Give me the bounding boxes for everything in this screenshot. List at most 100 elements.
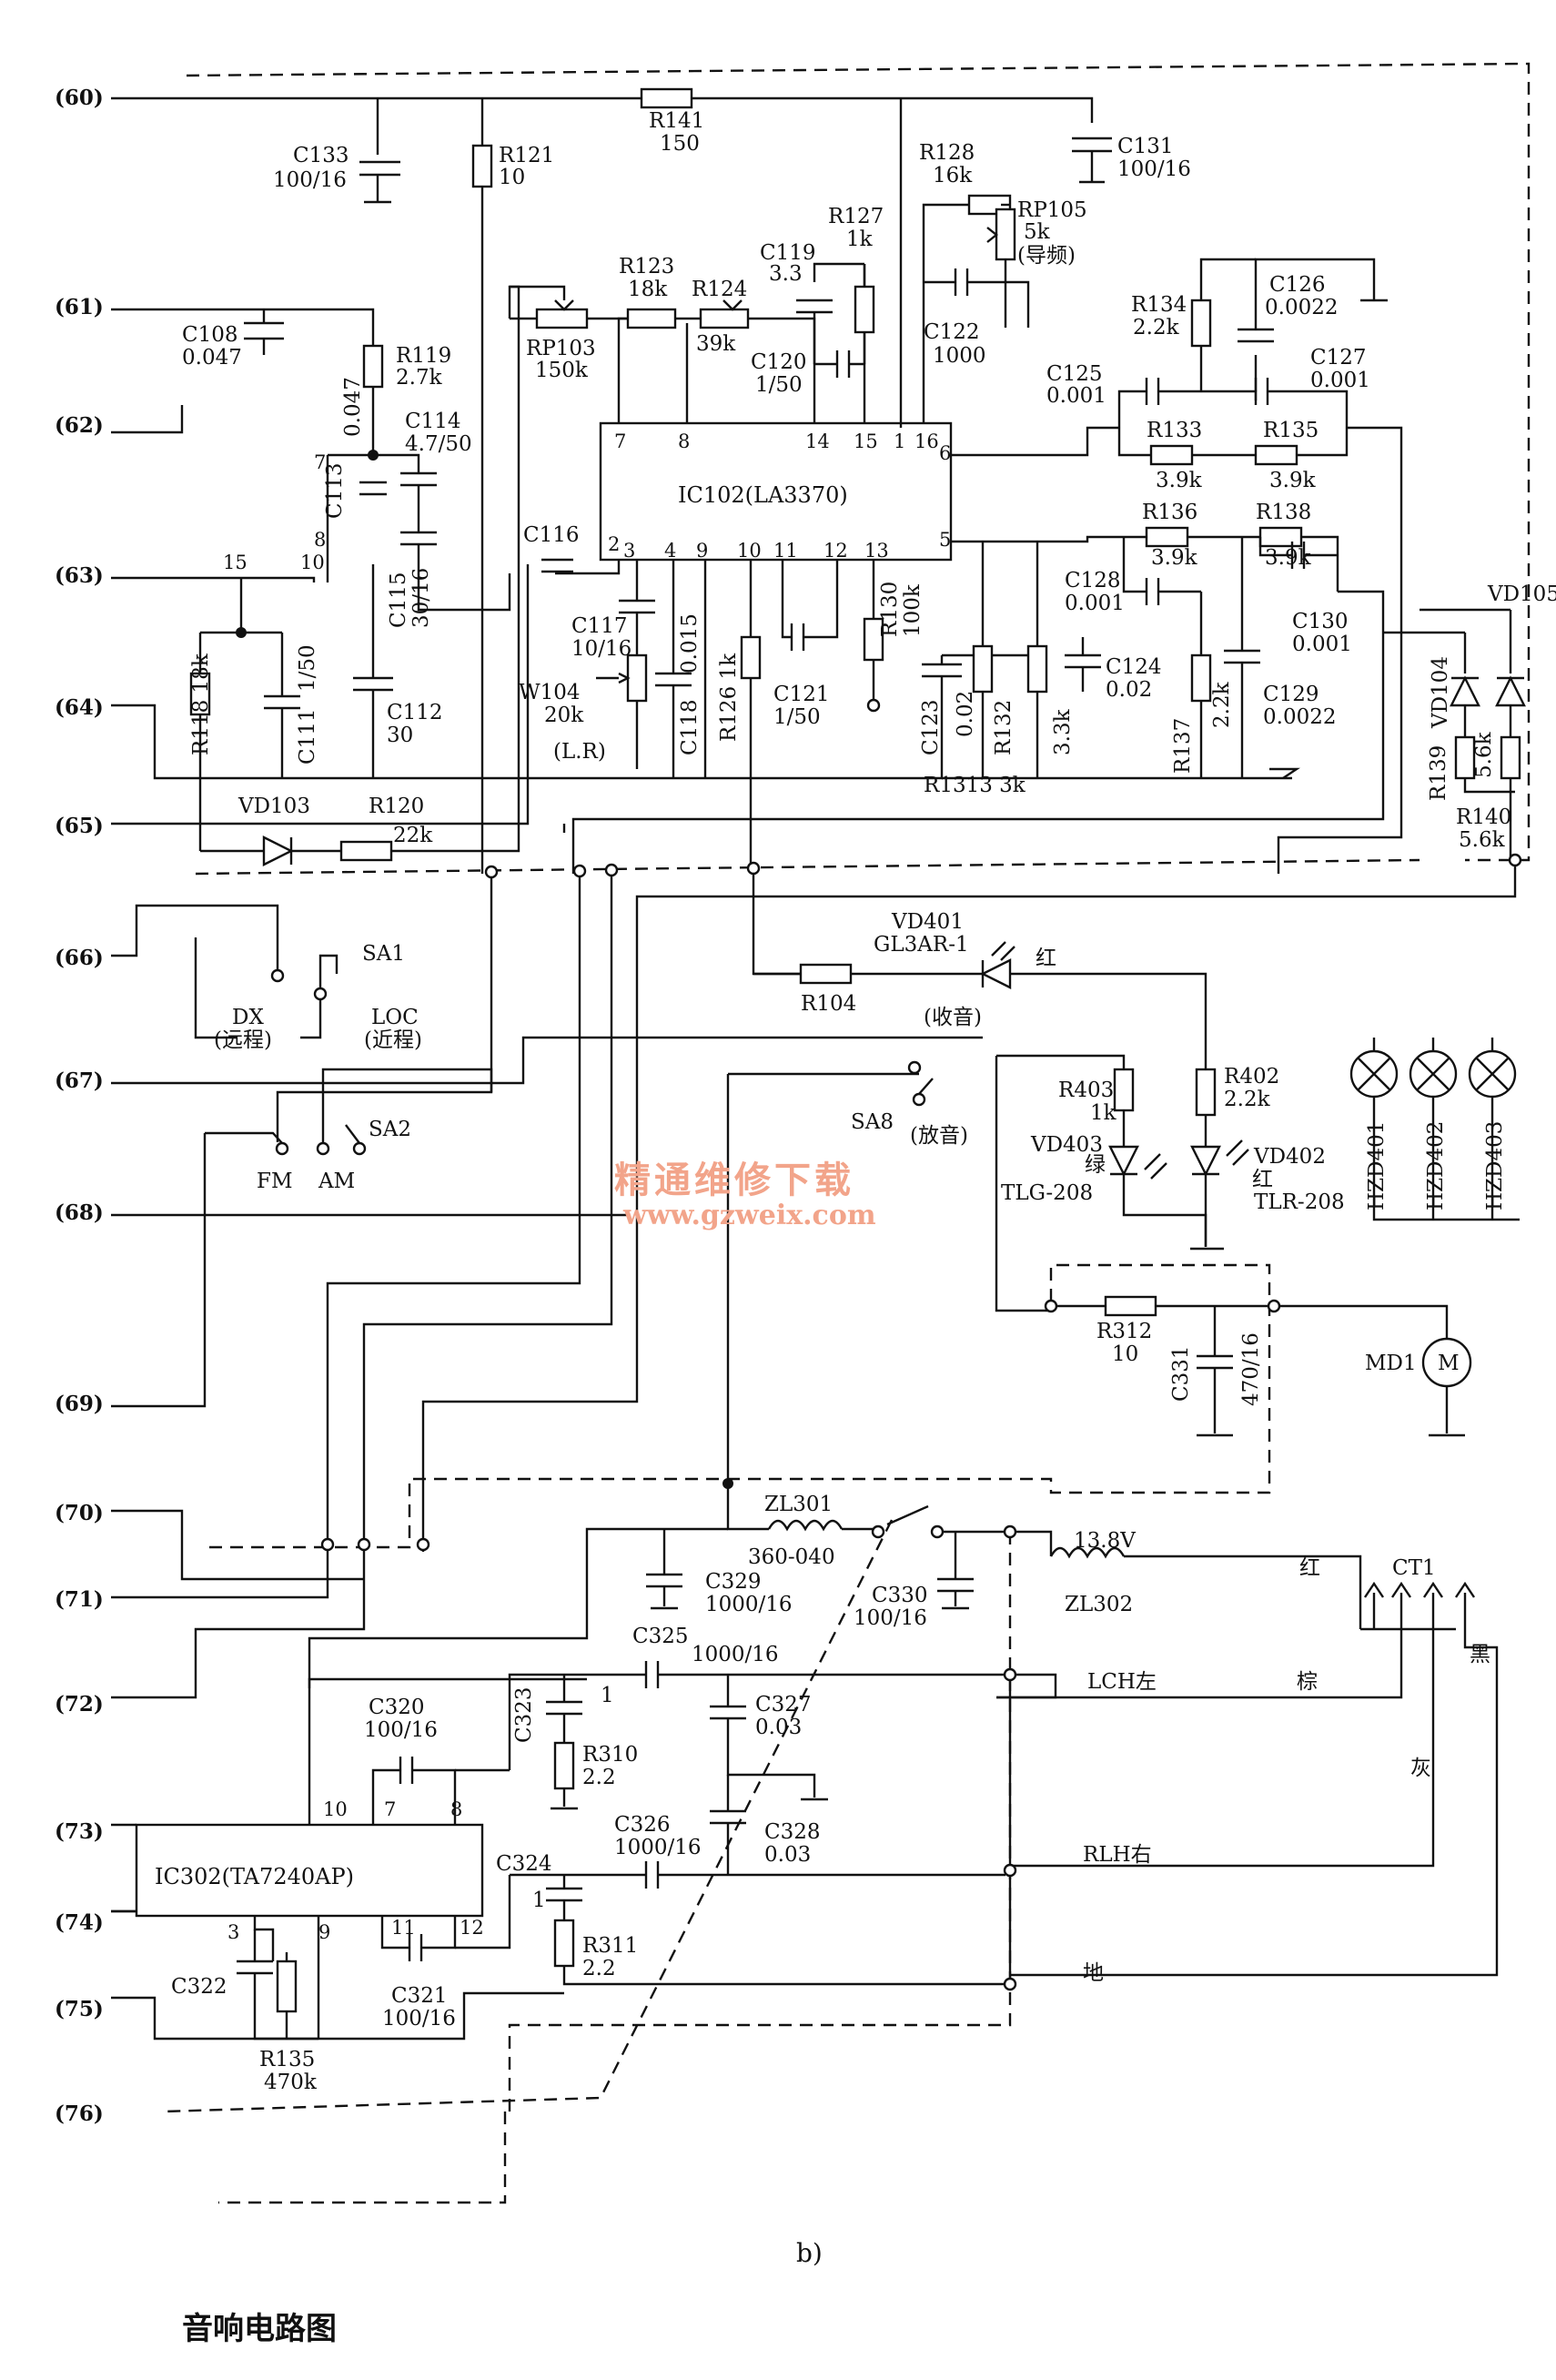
dashed-shield-motor [209,1263,1271,1549]
lamp-cross-3 [1475,1057,1510,1091]
rlh-label: RLH右 [1083,1843,1152,1867]
r133-value: 3.9k [1156,469,1203,492]
c131-label: C131 [1117,135,1174,158]
ic302-pin-9: 9 [318,1921,330,1943]
c118-value: 0.015 [678,613,702,673]
c119-label: C119 [760,241,816,265]
ic102-pin-8: 8 [678,430,690,452]
w104-label: W104 [519,681,581,704]
wire-red: 红 [1299,1556,1320,1580]
r135-label: R135 [1263,419,1319,442]
c117-label: C117 [571,614,628,638]
vd401-color: 红 [1036,947,1056,970]
r134-label: R134 [1131,293,1187,317]
vd402-label: VD402 [1253,1145,1326,1169]
r130-label: R130 [878,582,902,637]
ic102-pin-5: 5 [939,529,951,551]
vd403-color: 绿 [1085,1153,1106,1177]
r311-value: 2.2 [582,1957,616,1980]
node-65: (65) [55,814,104,838]
sa1-label: SA1 [362,942,405,966]
c108-value: 0.047 [182,346,242,370]
c118-label: C118 [678,700,702,756]
dashed-shield-output [218,1529,1012,2204]
c325-label: C325 [632,1625,689,1648]
rp103-value: 150k [535,359,589,382]
ic102-pin-9: 9 [696,540,708,562]
c123-value: 0.02 [954,691,977,737]
c130-label: C130 [1292,610,1349,633]
c324-label: C324 [496,1852,552,1876]
r128-rp105-c122: R128 16k RP105 5k (导频) C122 1000 [919,141,1087,368]
zl301-label: ZL301 [764,1493,833,1516]
rp105-note: (导频) [1017,244,1076,268]
ic102-pin-16: 16 [914,430,939,452]
wire-brown: 棕 [1297,1670,1318,1694]
c112-value: 30 [387,724,413,747]
c122-label: C122 [924,320,980,344]
c329-label: C329 [705,1570,762,1594]
r123-value: 18k [628,278,668,301]
r118-c111: R118 18k C111 1/50 [111,576,1292,851]
pin-8-left: 8 [314,529,326,551]
vd401-value: GL3AR-1 [874,933,969,957]
pin-7-left: 7 [314,451,326,473]
r137-value: 2.2k [1210,681,1234,728]
ic102-pin-2: 2 [608,533,620,555]
c120-value: 1/50 [755,373,803,397]
hzd401-label: HZD401 [1365,1121,1389,1210]
r124-label: R124 [692,278,747,301]
rp105-value: 5k [1024,220,1051,244]
r141-label: R141 [649,109,704,133]
vd402-part: TLR-208 [1254,1190,1345,1214]
c326-value: 1000/16 [614,1836,702,1859]
node-64: (64) [55,695,104,720]
w104-value: 20k [544,704,584,727]
am-label: AM [318,1170,355,1193]
figure-subtitle: b) [796,2238,823,2268]
vd402-color: 红 [1252,1168,1273,1191]
ic302: IC302(TA7240AP) 10 7 8 11 12 3 9 C320 10… [111,1677,587,2094]
fangyin-label: (放音) [910,1124,968,1148]
ic102-label: IC102(LA3370) [678,482,848,508]
indicator-leds: R403 1k R402 2.2k VD403 绿 TLG-208 VD402 … [1001,1065,1345,1251]
r402-value: 2.2k [1224,1088,1271,1111]
c113-value: 0.047 [341,377,365,437]
vd403-label: VD403 [1030,1133,1103,1157]
ic302-pin-3: 3 [227,1921,239,1943]
node-60: (60) [55,86,104,110]
fm-label: FM [257,1170,293,1193]
node-69: (69) [55,1392,104,1416]
r128-label: R128 [919,141,975,165]
hzd403-label: HZD403 [1483,1121,1507,1210]
node-63: (63) [55,563,104,588]
c323-value: 1 [601,1684,614,1707]
vd104-vd105: VD105 VD104 R139 5.6k R140 5.6k [1383,582,1556,867]
c330-label: C330 [872,1584,928,1607]
node-76: (76) [55,2101,104,2126]
c322-label: C322 [171,1975,227,1999]
c330-value: 100/16 [854,1606,927,1630]
c117-value: 10/16 [571,637,631,661]
c123-label: C123 [919,700,943,756]
w104-note: (L.R) [553,740,606,764]
r141-value: 150 [660,132,700,156]
ic102-pin-4: 4 [664,540,676,562]
node-71: (71) [55,1587,104,1612]
r138-label: R138 [1256,501,1311,524]
node-75: (75) [55,1997,104,2021]
node-74: (74) [55,1910,104,1935]
c327-value: 0.03 [755,1716,802,1739]
ic102-pin-7: 7 [614,430,626,452]
c127-label: C127 [1310,346,1367,370]
dashed-switch-link [163,1519,894,2113]
r312-value: 10 [1112,1342,1138,1366]
power-filter: ZL301 360-040 C329 1000/16 C330 100/16 1… [308,1478,1362,1688]
node-73: (73) [55,1819,104,1844]
ic302-pin-8: 8 [450,1798,462,1820]
c121-label: C121 [773,683,830,706]
c124-label: C124 [1106,655,1162,679]
r135b-label: R135 [259,2048,315,2071]
vd403-part: TLG-208 [1001,1181,1093,1205]
